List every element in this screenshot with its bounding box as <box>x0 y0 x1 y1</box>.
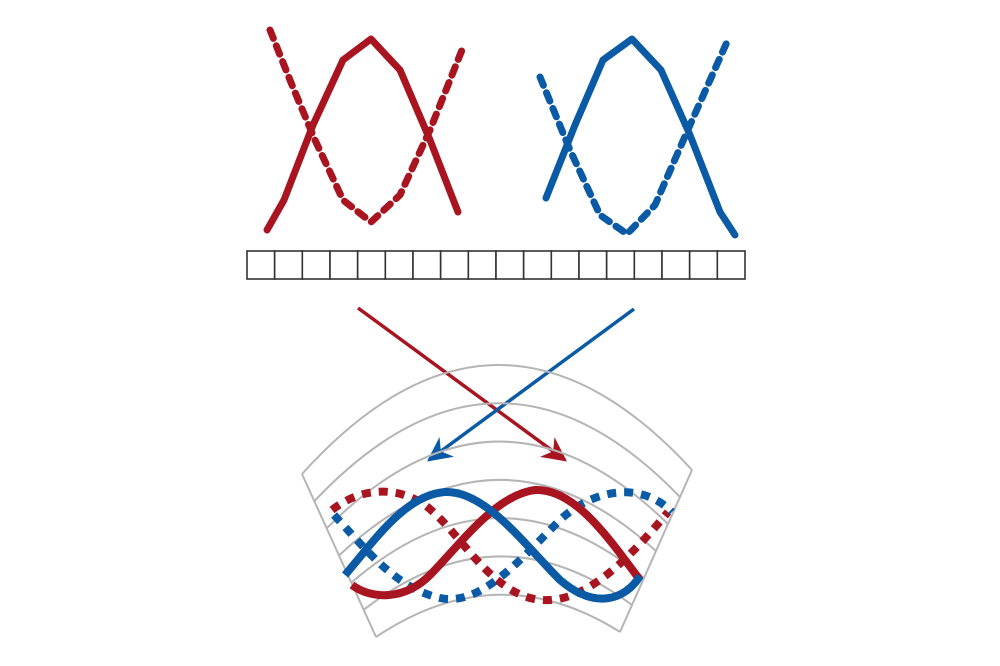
strip-cell <box>301 250 331 280</box>
surface-grid-arc <box>338 478 657 557</box>
strip-cell <box>495 250 525 280</box>
surface-left-edge <box>301 473 377 638</box>
strip-cell <box>605 250 636 280</box>
left-dashed-valley-curve <box>266 26 466 226</box>
surface-right-edge <box>619 469 693 633</box>
surface-red-dashed-wave <box>329 487 672 605</box>
left-curve-group <box>263 26 466 234</box>
left-solid-peak-curve <box>263 35 462 234</box>
strip-cell <box>578 250 608 280</box>
strip-cell <box>688 250 719 280</box>
surface-grid-arc <box>301 364 693 475</box>
surface-blue-dashed-wave <box>331 488 675 604</box>
blue-mapping-arrow <box>427 307 636 462</box>
strip-cell <box>384 250 414 280</box>
strip-cell <box>467 250 497 280</box>
right-solid-peak-curve <box>542 35 739 239</box>
strip-cell <box>716 250 746 280</box>
cell-strip <box>246 250 746 280</box>
surface-grid-arc <box>313 402 681 502</box>
strip-cell <box>246 250 276 280</box>
strip-cell <box>412 250 442 280</box>
strip-cell <box>329 250 359 280</box>
surface-grid-arc <box>375 593 621 638</box>
strip-cell <box>550 250 580 280</box>
strip-cell <box>522 250 553 280</box>
red-mapping-arrow <box>356 306 567 462</box>
strip-cell <box>439 250 470 280</box>
curved-surface <box>301 364 693 638</box>
strip-cell <box>633 250 663 280</box>
surface-wave-group <box>329 485 675 605</box>
strip-cell <box>356 250 387 280</box>
right-dashed-valley-curve <box>536 38 731 238</box>
surface-grid-arc <box>325 440 669 530</box>
surface-blue-solid-wave <box>341 487 644 603</box>
strip-cell <box>661 250 691 280</box>
strip-cell <box>273 250 304 280</box>
right-curve-group <box>536 35 739 239</box>
